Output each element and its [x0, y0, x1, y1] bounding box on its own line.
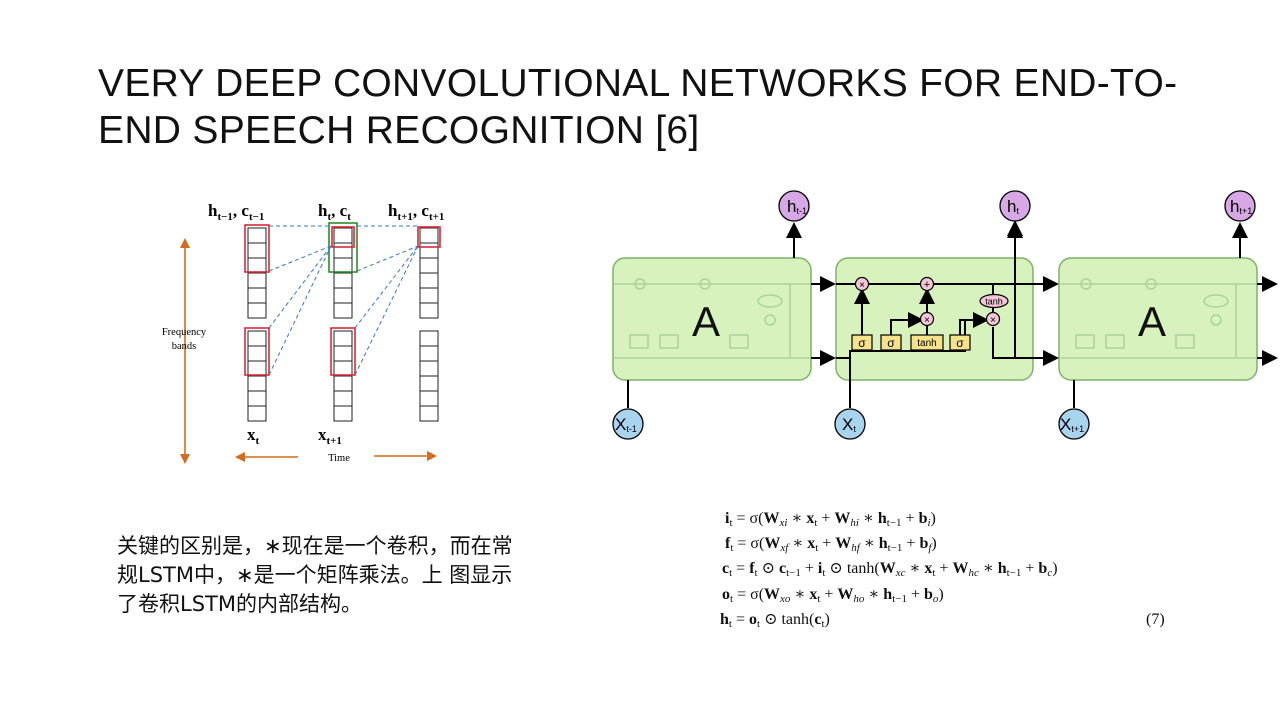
x-node-t-minus-1 — [612, 408, 644, 440]
cell-label-left: A — [692, 298, 720, 345]
gate-tanh-label: tanh — [917, 338, 936, 349]
frequency-label-2: bands — [172, 341, 197, 352]
hidden-output-nodes: ht-1 ht ht+1 — [778, 190, 1256, 222]
cell-label-right: A — [1138, 298, 1166, 345]
conv-lstm-grid-diagram: ht−1, ct−1 ht, ct ht+1, ct+1 — [162, 201, 444, 464]
label-x-t: xt — [247, 425, 260, 447]
time-arrow-right — [427, 451, 437, 461]
grid-column-3 — [419, 227, 439, 422]
gate-sigma-1-label: σ — [858, 336, 866, 350]
h-node-t — [999, 190, 1031, 222]
x-node-t-plus-1 — [1058, 408, 1090, 440]
caption-line-3: 了卷积LSTM的内部结构。 — [117, 592, 362, 616]
add-op-cell — [919, 276, 935, 292]
red-box-col2-top — [331, 226, 355, 248]
grid-column-2 — [333, 227, 353, 422]
title-line-2: END SPEECH RECOGNITION [6] — [98, 109, 700, 152]
multiply-op-output — [985, 311, 1001, 327]
multiply-op-forget-symbol: × — [859, 280, 865, 291]
multiply-op-output-symbol: × — [990, 315, 996, 326]
equation-input-gate: it = σ(Wxi ∗ xt + Whi ∗ ht−1 + bi) — [725, 510, 936, 529]
equation-number: (7) — [1146, 611, 1165, 628]
h-node-t-minus-1 — [778, 190, 810, 222]
receptive-field-lines — [268, 225, 419, 376]
inter-cell-connections — [627, 222, 1278, 408]
input-nodes: Xt-1 Xt Xt+1 — [612, 408, 1090, 440]
red-box-col3-top — [417, 226, 441, 248]
gate-sigma-1 — [851, 334, 873, 351]
multiply-op-forget — [854, 276, 870, 292]
faded-internals-left — [613, 278, 811, 359]
tanh-op — [979, 293, 1009, 309]
gate-sigma-2-label: σ — [887, 336, 895, 350]
h-node-t-plus-1 — [1224, 190, 1256, 222]
label-x-t-plus-1: xt+1 — [318, 425, 342, 447]
red-box-col1-bottom — [244, 327, 270, 376]
gate-sigma-3-label: σ — [956, 336, 964, 350]
red-box-col2-bottom — [330, 327, 356, 376]
multiply-op-input-symbol: × — [924, 315, 930, 326]
frequency-arrow-up — [180, 238, 190, 248]
label-h-t-plus-1: ht+1, ct+1 — [388, 201, 444, 223]
gate-sigma-2 — [880, 334, 902, 351]
lstm-cell-middle — [835, 257, 1034, 381]
pointwise-ops: × + × × tanh — [854, 276, 1009, 327]
grid-column-1 — [247, 227, 267, 422]
multiply-op-input — [919, 311, 935, 327]
lstm-cell-left — [612, 257, 812, 381]
faded-internals-right — [1059, 278, 1257, 359]
caption-text: 关键的区别是，∗现在是一个卷积，而在常 规LSTM中，∗是一个矩阵乘法。上 图显… — [117, 532, 567, 619]
equation-cell-state: ct = ft ⊙ ct−1 + it ⊙ tanh(Wxc ∗ xt + Wh… — [722, 560, 1058, 579]
time-label: Time — [328, 453, 350, 464]
equation-forget-gate: ft = σ(Wxf ∗ xt + Whf ∗ ht−1 + bf) — [725, 535, 937, 554]
tanh-op-label: tanh — [985, 297, 1003, 307]
equation-hidden-state: ht = ot ⊙ tanh(ct) — [720, 611, 830, 630]
gate-boxes: σ σ tanh σ — [851, 334, 971, 351]
frequency-label-1: Frequency — [162, 327, 207, 338]
x-node-t-label: Xt — [842, 415, 856, 434]
green-box-col2 — [328, 222, 358, 273]
slide-title: VERY DEEP CONVOLUTIONAL NETWORKS FOR END… — [98, 60, 1198, 154]
label-h-t-minus-1: ht−1, ct−1 — [208, 201, 264, 223]
time-arrow-left — [235, 452, 245, 462]
lstm-chain-diagram: A A — [612, 190, 1278, 440]
lstm-cell-right — [1058, 257, 1258, 381]
equations-block: it = σ(Wxi ∗ xt + Whi ∗ ht−1 + bi) ft = … — [720, 510, 1165, 630]
x-node-t — [834, 408, 866, 440]
gate-sigma-3 — [949, 334, 971, 351]
red-box-col1-top — [244, 224, 270, 273]
h-node-t-label: ht — [1007, 197, 1019, 216]
caption-line-1: 关键的区别是，∗现在是一个卷积，而在常 — [117, 534, 513, 558]
add-op-cell-symbol: + — [924, 279, 930, 291]
label-h-t: ht, ct — [318, 201, 351, 223]
gate-tanh — [910, 334, 944, 351]
frequency-arrow-down — [180, 454, 190, 464]
equation-output-gate: ot = σ(Wxo ∗ xt + Who ∗ ht−1 + bo) — [722, 586, 944, 605]
title-line-1: VERY DEEP CONVOLUTIONAL NETWORKS FOR END… — [98, 62, 1178, 105]
caption-line-2: 规LSTM中，∗是一个矩阵乘法。上 图显示 — [117, 563, 513, 587]
